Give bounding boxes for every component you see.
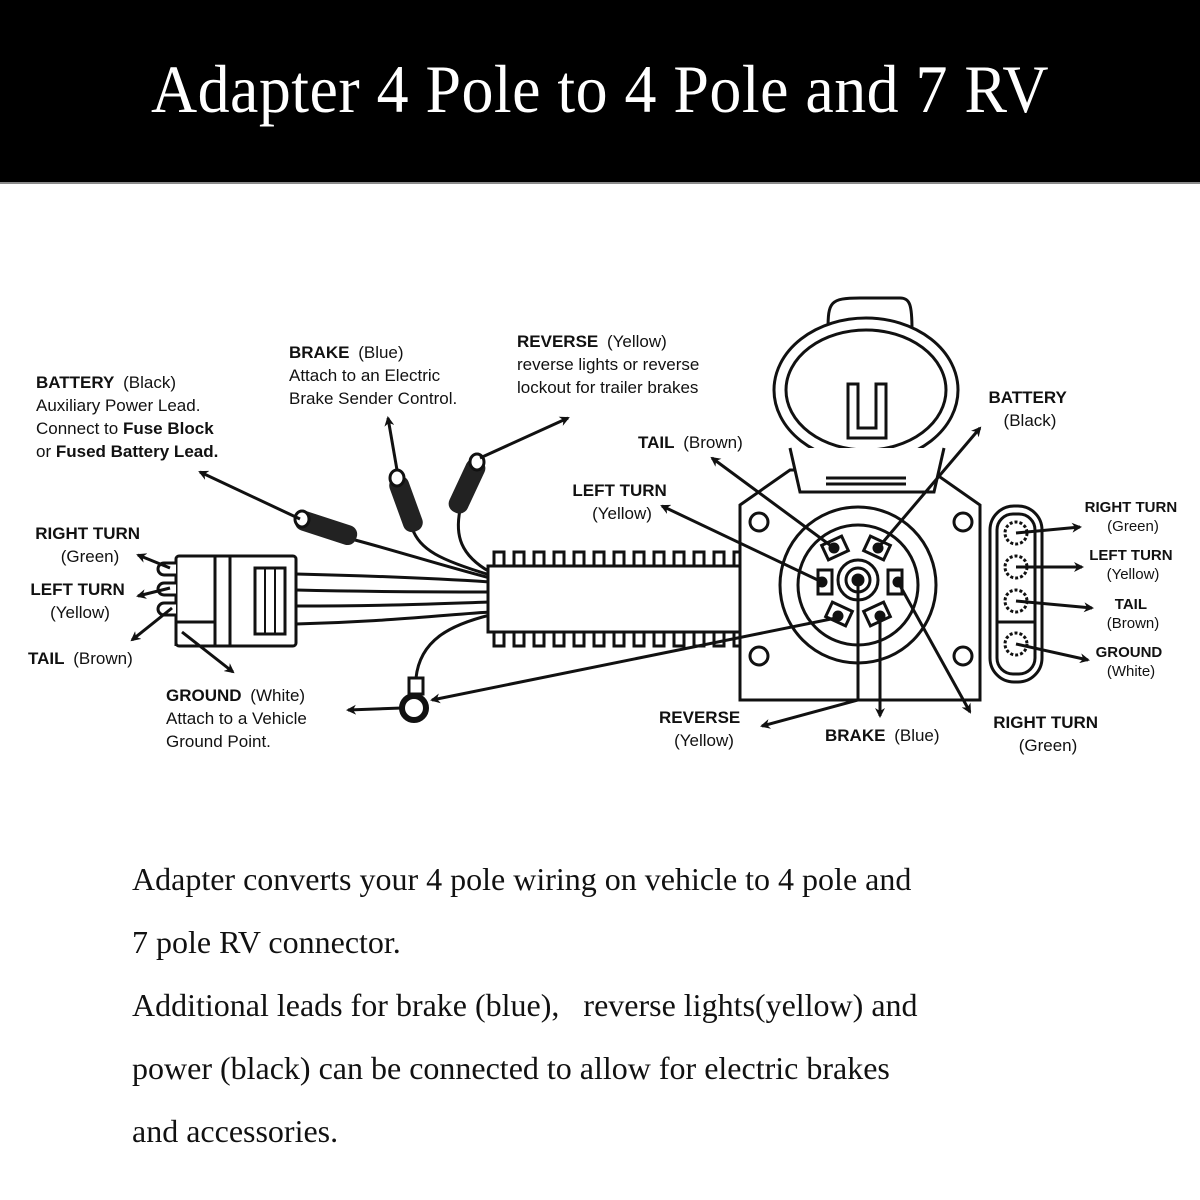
label-battery-lead: BATTERY (Black) Auxiliary Power Lead. Co… [36,373,218,461]
description-text: Adapter converts your 4 pole wiring on v… [132,848,1132,1163]
label-color: (Yellow) [674,731,734,750]
label-name: TAIL [1115,596,1147,613]
label-out-right-turn: RIGHT TURN (Green) [1085,499,1182,535]
label-color: (Yellow) [607,332,667,351]
description-line: Additional leads for brake (blue), rever… [132,987,918,1023]
label-color: (Black) [1004,411,1057,430]
label-left-turn-in: LEFT TURN (Yellow) [30,580,129,622]
label-brake-lead: BRAKE (Blue) Attach to an Electric Brake… [289,343,457,408]
label-color: (Green) [1019,736,1078,755]
label-out-tail: TAIL (Brown) [1107,596,1160,632]
label-name: BATTERY [36,373,115,392]
label-line: Ground Point. [166,732,271,751]
seven-pole-socket-icon [738,296,982,702]
description-line: 7 pole RV connector. [132,924,401,960]
sleeve-rib [488,630,746,648]
harness-wires [295,509,491,679]
title-banner: Adapter 4 Pole to 4 Pole and 7 RV [0,0,1200,184]
label-name: RIGHT TURN [993,713,1098,732]
label-out-ground: GROUND (White) [1096,644,1167,680]
description-line: Adapter converts your 4 pole wiring on v… [132,861,912,897]
label-line: Connect to [36,419,123,438]
label-ground-lead: GROUND (White) Attach to a Vehicle Groun… [166,686,312,751]
label-line-bold: Fuse Block [123,419,214,438]
harness-sleeve-ribs [488,550,746,648]
label-name: RIGHT TURN [35,524,140,543]
label-color: (White) [250,686,305,705]
label-name: REVERSE [659,708,740,727]
label-7pole-brake: BRAKE (Blue) [825,726,940,745]
description-line: power (black) can be connected to allow … [132,1050,890,1086]
brake-lead-connector-icon [388,468,423,533]
label-right-turn-in: RIGHT TURN (Green) [35,524,145,566]
label-line: lockout for trailer brakes [517,378,698,397]
label-color: (Green) [1107,518,1159,535]
label-color: (White) [1107,663,1155,680]
page-title: Adapter 4 Pole to 4 Pole and 7 RV [150,51,1050,127]
label-reverse-lead: REVERSE (Yellow) reverse lights or rever… [517,332,704,397]
label-line: Attach to a Vehicle [166,709,307,728]
label-color: (Yellow) [1107,566,1160,583]
harness-sleeve [486,564,742,634]
label-color: (Brown) [73,649,133,668]
label-7pole-tail: TAIL (Brown) [638,433,743,452]
label-name: BRAKE [289,343,349,362]
label-name: BATTERY [988,388,1067,407]
label-out-left-turn: LEFT TURN (Yellow) [1089,547,1177,583]
label-name: LEFT TURN [30,580,124,599]
label-7pole-right-turn: RIGHT TURN (Green) [993,713,1103,755]
sleeve-rib [488,550,746,568]
ground-ring-terminal-icon [399,676,429,723]
label-7pole-left-turn: LEFT TURN (Yellow) [572,481,671,523]
reverse-lead-connector-icon [448,452,486,514]
label-name: TAIL [28,649,65,668]
label-line: Brake Sender Control. [289,389,457,408]
callout-arrows [130,416,1094,729]
label-color: (Green) [61,547,120,566]
label-7pole-reverse: REVERSE (Yellow) [659,708,745,750]
label-color: (Yellow) [592,504,652,523]
label-name: RIGHT TURN [1085,499,1178,516]
label-name: REVERSE [517,332,598,351]
label-color: (Blue) [894,726,939,745]
label-name: GROUND [166,686,242,705]
label-7pole-battery: BATTERY (Black) [988,388,1071,430]
label-color: (Yellow) [50,603,110,622]
label-name: BRAKE [825,726,885,745]
label-name: TAIL [638,433,675,452]
label-color: (Black) [123,373,176,392]
label-line-bold: Fused Battery Lead. [56,442,219,461]
label-name: LEFT TURN [1089,547,1172,564]
four-pole-plug-icon [156,554,298,648]
label-line: or [36,442,56,461]
label-name: LEFT TURN [572,481,666,500]
label-color: (Blue) [358,343,403,362]
label-name: GROUND [1096,644,1163,661]
label-line: Attach to an Electric [289,366,441,385]
battery-lead-connector-icon [293,509,358,546]
label-color: (Brown) [683,433,743,452]
label-color: (Brown) [1107,615,1160,632]
description-line: and accessories. [132,1113,339,1149]
label-line: reverse lights or reverse [517,355,699,374]
label-line: Auxiliary Power Lead. [36,396,200,415]
label-tail-in: TAIL (Brown) [28,649,133,668]
